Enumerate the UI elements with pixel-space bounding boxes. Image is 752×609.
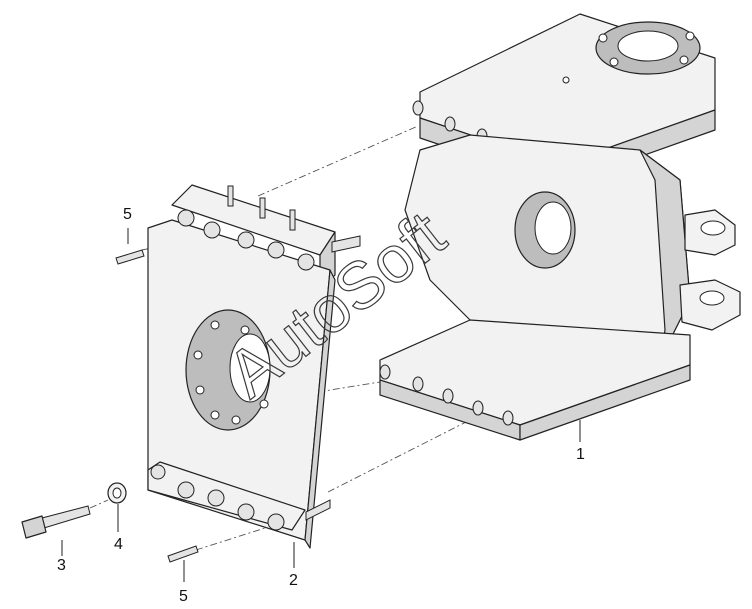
pin-part-5-top (115, 249, 145, 265)
callout-label: 4 (114, 536, 123, 553)
callout-label: 5 (179, 588, 188, 605)
plate-top-bolts (177, 209, 315, 271)
plate-bottom-bolts (150, 464, 331, 531)
side-plate (147, 184, 361, 549)
main-housing (379, 13, 741, 441)
bolt-part-3 (21, 505, 91, 539)
washer-part-4 (107, 482, 127, 504)
callout-label: 3 (57, 557, 66, 574)
callout-label: 2 (289, 572, 298, 589)
bottom-bolt-row (379, 364, 514, 426)
callout-label: 5 (123, 206, 132, 223)
top-studs (227, 185, 361, 253)
callout-label: 1 (576, 446, 585, 463)
flange-holes (193, 320, 269, 425)
leader-lines (61, 228, 581, 582)
pin-part-5-bottom (167, 545, 199, 563)
